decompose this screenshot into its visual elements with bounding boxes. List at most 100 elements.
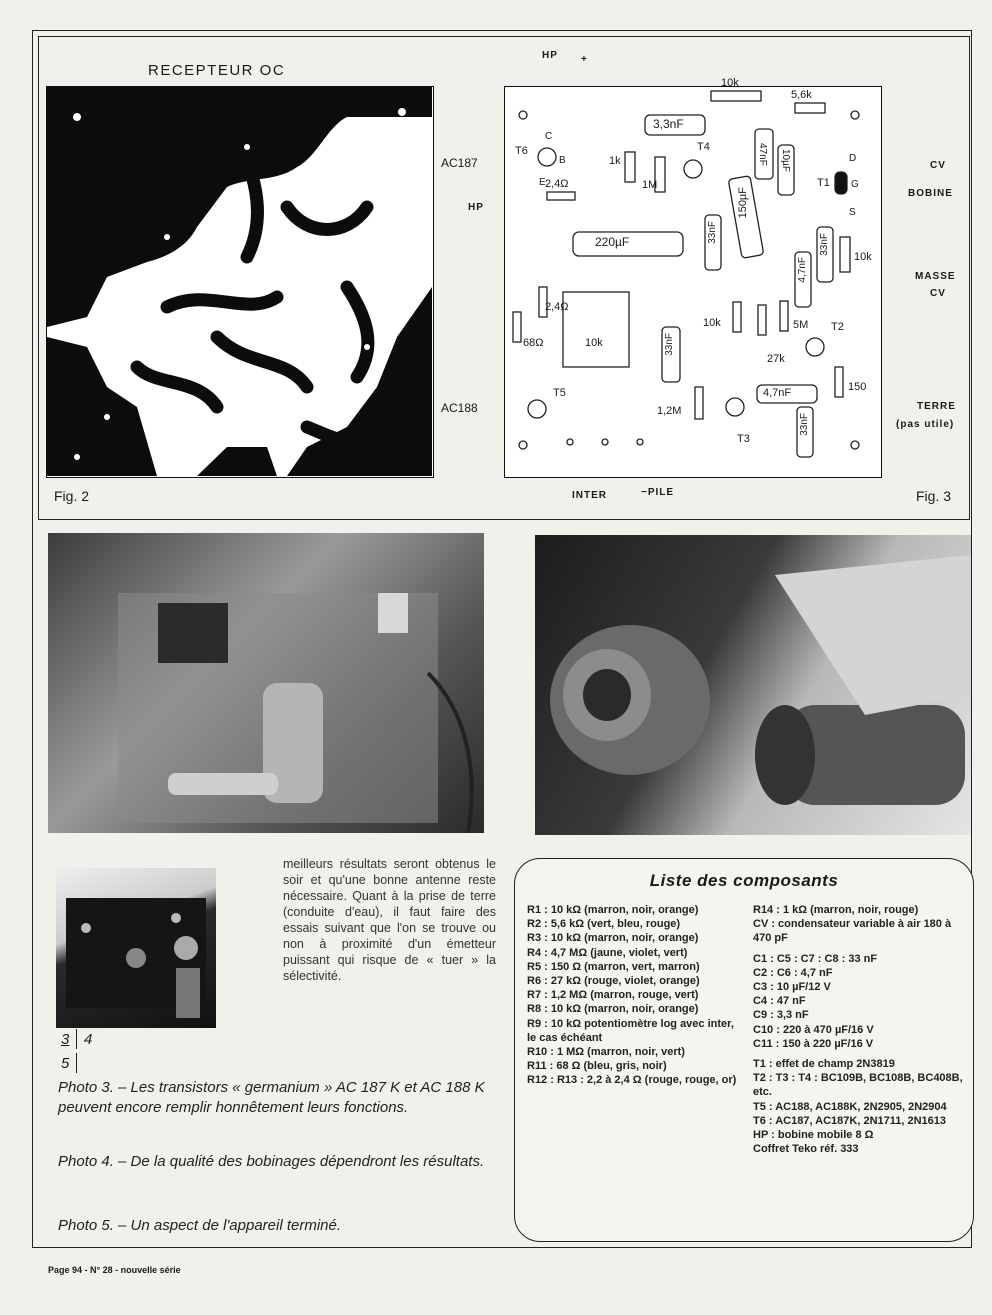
comp-150: 150 bbox=[848, 381, 867, 393]
comp-33nf-d: 33nF bbox=[799, 413, 810, 436]
photo-coils bbox=[535, 535, 971, 835]
layout-lines bbox=[512, 90, 860, 458]
label-hp-top: HP bbox=[542, 50, 558, 61]
label-hp-left: HP bbox=[468, 202, 484, 213]
figure-title: RECEPTEUR OC bbox=[148, 62, 286, 79]
part-coffret: Coffret Teko réf. 333 bbox=[753, 1143, 859, 1156]
comp-33nf-a: 33nF bbox=[707, 221, 718, 244]
pin-b: B bbox=[559, 155, 566, 166]
part-r3: R3 : 10 kΩ (marron, noir, orange) bbox=[527, 932, 699, 945]
part-r6: R6 : 27 kΩ (rouge, violet, orange) bbox=[527, 975, 700, 988]
fig2-label: Fig. 2 bbox=[54, 488, 90, 504]
comp-4-7nf-b: 4,7nF bbox=[763, 387, 792, 399]
label-inter: INTER bbox=[572, 490, 607, 501]
part-r4: R4 : 4,7 MΩ (jaune, violet, vert) bbox=[527, 946, 688, 959]
comp-t3: T3 bbox=[737, 433, 750, 445]
photo-index-3: 3 bbox=[61, 1031, 70, 1048]
comp-5-6k: 5,6k bbox=[791, 89, 812, 101]
caption-photo-4: Photo 4. – De la qualité des bobinages d… bbox=[58, 1153, 485, 1170]
comp-220uf: 220µF bbox=[595, 235, 630, 249]
comp-t4: T4 bbox=[697, 141, 710, 153]
part-r12-r13: R12 : R13 : 2,2 à 2,4 Ω (rouge, rouge, o… bbox=[527, 1074, 737, 1087]
comp-68ohm: 68Ω bbox=[523, 337, 544, 349]
comp-47nf: 47nF bbox=[757, 143, 768, 166]
photo-box-art bbox=[66, 898, 206, 1018]
comp-t5: T5 bbox=[553, 387, 566, 399]
article-body-text: meilleurs résultats seront obtenus le so… bbox=[283, 857, 496, 983]
part-c3: C3 : 10 µF/12 V bbox=[753, 981, 831, 994]
pin-e: E bbox=[539, 177, 546, 188]
part-r11: R11 : 68 Ω (bleu, gris, noir) bbox=[527, 1060, 667, 1073]
page-footer: Page 94 - N° 28 - nouvelle série bbox=[48, 1265, 181, 1275]
label-masse-cv: CV bbox=[930, 288, 946, 299]
pin-s: S bbox=[849, 207, 856, 218]
comp-5m: 5M bbox=[793, 319, 809, 331]
comp-t1: T1 bbox=[817, 177, 830, 189]
part-c4: C4 : 47 nF bbox=[753, 995, 806, 1008]
part-c1-c5-c7-c8: C1 : C5 : C7 : C8 : 33 nF bbox=[753, 952, 878, 965]
parts-list-box: Liste des composants R1 : 10 kΩ (marron,… bbox=[514, 858, 974, 1242]
comp-2-4ohm: 2,4Ω bbox=[545, 178, 569, 190]
part-r5: R5 : 150 Ω (marron, vert, marron) bbox=[527, 960, 700, 973]
photo-index-divider bbox=[76, 1029, 77, 1049]
comp-27k: 27k bbox=[767, 353, 785, 365]
part-r10: R10 : 1 MΩ (marron, noir, vert) bbox=[527, 1046, 685, 1059]
comp-10k-box: 10k bbox=[585, 337, 603, 349]
label-masse: MASSE bbox=[915, 271, 956, 282]
comp-1-2m: 1,2M bbox=[657, 405, 682, 417]
pin-c: C bbox=[545, 131, 553, 142]
label-bobine: BOBINE bbox=[908, 188, 953, 199]
label-ac188: AC188 bbox=[441, 401, 478, 415]
photo-circuit-board bbox=[48, 533, 484, 833]
page-frame bbox=[32, 30, 972, 1248]
part-c2-c6: C2 : C6 : 4,7 nF bbox=[753, 966, 833, 979]
photo-box bbox=[56, 868, 216, 1028]
comp-t6: T6 bbox=[515, 145, 528, 157]
part-r7: R7 : 1,2 MΩ (marron, rouge, vert) bbox=[527, 989, 699, 1002]
part-r2: R2 : 5,6 kΩ (vert, bleu, rouge) bbox=[527, 918, 681, 931]
comp-10k-mid: 10k bbox=[703, 317, 721, 329]
comp-3-3nf: 3,3nF bbox=[653, 117, 684, 131]
part-c10: C10 : 220 à 470 µF/16 V bbox=[753, 1023, 874, 1036]
pin-g: G bbox=[851, 179, 859, 190]
part-hp: HP : bobine mobile 8 Ω bbox=[753, 1129, 874, 1142]
part-r8: R8 : 10 kΩ (marron, noir, orange) bbox=[527, 1003, 699, 1016]
parts-list-left-column: R1 : 10 kΩ (marron, noir, orange) R2 : 5… bbox=[527, 903, 737, 1088]
comp-t2: T2 bbox=[831, 321, 844, 333]
caption-photo-3: Photo 3. – Les transistors « germanium »… bbox=[58, 1079, 485, 1116]
part-c11: C11 : 150 à 220 µF/16 V bbox=[753, 1037, 874, 1050]
pin-d: D bbox=[849, 153, 857, 164]
fig3-label: Fig. 3 bbox=[916, 488, 952, 504]
label-plus: + bbox=[581, 54, 588, 65]
part-r9: R9 : 10 kΩ potentiomètre log avec inter,… bbox=[527, 1017, 734, 1044]
part-t2-t3-t4: T2 : T3 : T4 : BC109B, BC108B, BC408B, e… bbox=[753, 1072, 963, 1099]
parts-list-right-column: R14 : 1 kΩ (marron, noir, rouge) CV : co… bbox=[753, 903, 965, 1156]
comp-4-7nf-a: 4,7nF bbox=[797, 257, 808, 283]
part-t5: T5 : AC188, AC188K, 2N2905, 2N2904 bbox=[753, 1100, 947, 1113]
pcb-artwork bbox=[46, 86, 434, 478]
photo-index-5: 5 bbox=[61, 1055, 70, 1072]
comp-2-4ohm-b: 2,4Ω bbox=[545, 301, 569, 313]
label-ac187: AC187 bbox=[441, 156, 478, 170]
comp-10k-right: 10k bbox=[854, 251, 872, 263]
comp-10uf: 10µF bbox=[780, 149, 791, 172]
comp-1m: 1M bbox=[642, 179, 658, 191]
label-cv: CV bbox=[930, 160, 946, 171]
part-t1: T1 : effet de champ 2N3819 bbox=[753, 1058, 895, 1071]
label-pile: −PILE bbox=[641, 487, 675, 498]
figures-box bbox=[38, 36, 970, 520]
photo-coils-art bbox=[550, 555, 971, 805]
label-terre: TERRE bbox=[917, 401, 956, 412]
part-r1: R1 : 10 kΩ (marron, noir, orange) bbox=[527, 904, 699, 916]
part-t6: T6 : AC187, AC187K, 2N1711, 2N1613 bbox=[753, 1114, 947, 1127]
photo-index-4: 4 bbox=[84, 1031, 93, 1048]
comp-150uf: 150µF bbox=[737, 187, 749, 219]
photo-circuit-board-art bbox=[118, 593, 474, 833]
part-r14: R14 : 1 kΩ (marron, noir, rouge) bbox=[753, 904, 919, 916]
part-c9: C9 : 3,3 nF bbox=[753, 1009, 809, 1022]
photo-index-divider-2 bbox=[76, 1053, 77, 1073]
parts-list-title: Liste des composants bbox=[649, 871, 839, 890]
component-layout: 3,3nF 10k 5,6k 47nF 10µF T6 T4 T1 1k 1M … bbox=[504, 77, 882, 478]
comp-33nf-b: 33nF bbox=[819, 233, 830, 256]
comp-10k-top: 10k bbox=[721, 77, 739, 89]
